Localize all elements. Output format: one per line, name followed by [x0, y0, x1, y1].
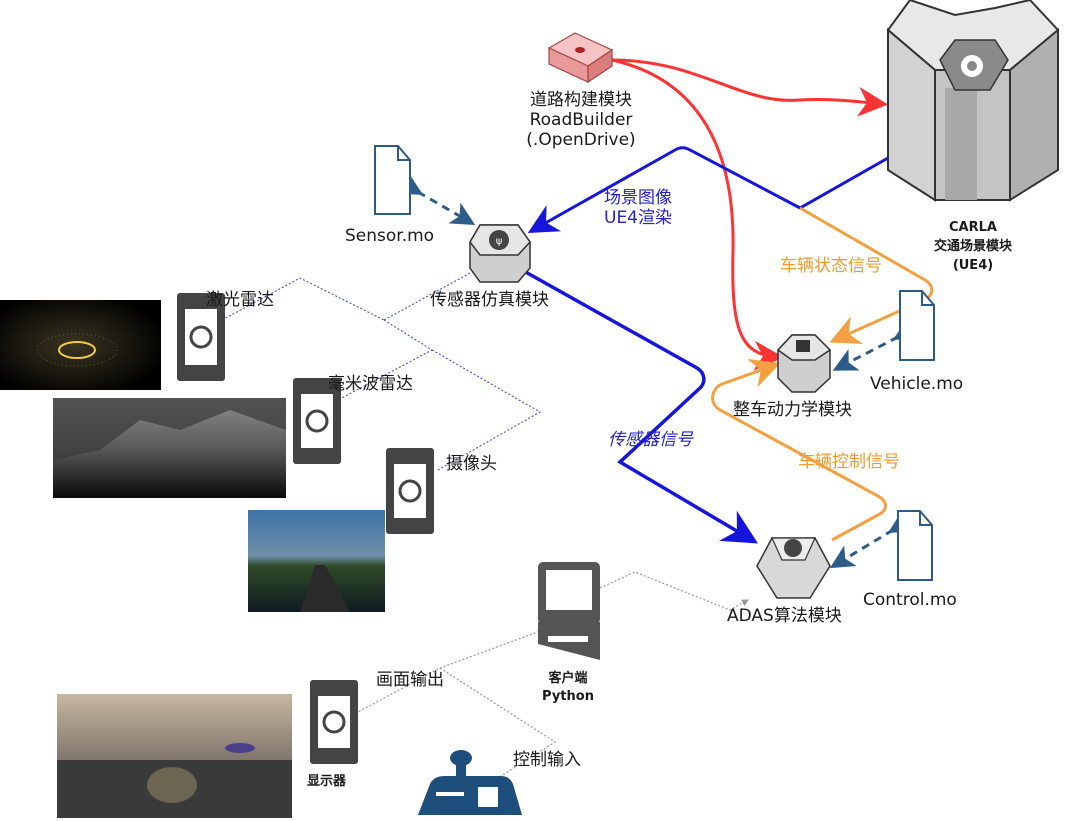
control-file-label: Control.mo	[863, 590, 957, 610]
control-file-icon[interactable]	[897, 510, 933, 581]
scene-render-line1: 场景图像	[604, 188, 672, 208]
sensor-module-icon[interactable]: ψ	[469, 224, 531, 283]
sensor-tree-lines	[221, 271, 542, 471]
dynamics-module-icon[interactable]	[776, 334, 832, 393]
sensor-file-icon[interactable]	[374, 145, 411, 215]
sensor-to-adas-arrow	[521, 268, 759, 544]
vehicle-file-link	[832, 318, 920, 371]
radar-film-icon[interactable]	[293, 378, 341, 464]
camera-image	[248, 510, 385, 612]
control-signal-label: 车辆控制信号	[798, 452, 900, 472]
adas-module-icon[interactable]	[756, 537, 831, 599]
road-builder-line3: (.OpenDrive)	[526, 130, 636, 150]
vehicle-file-icon[interactable]	[899, 290, 935, 361]
lidar-film-icon[interactable]	[177, 293, 225, 381]
scene-render-line2: UE4渲染	[604, 208, 672, 228]
client-adas-link	[593, 571, 750, 611]
road-builder-line1: 道路构建模块	[530, 90, 632, 110]
control-input-label: 控制输入	[513, 750, 581, 770]
road-builder-label: 道路构建模块 RoadBuilder (.OpenDrive)	[516, 90, 646, 150]
carla-line3: (UE4)	[952, 258, 994, 273]
road-to-dynamics-arrow	[611, 58, 784, 371]
road-builder-icon[interactable]	[547, 32, 614, 84]
adas-module-label: ADAS算法模块	[727, 606, 842, 626]
carla-line2: 交通场景模块	[933, 239, 1012, 254]
display-output-label: 画面输出	[376, 670, 444, 690]
camera-label: 摄像头	[446, 454, 497, 474]
sensor-file-label: Sensor.mo	[345, 226, 435, 246]
vehicle-file-label: Vehicle.mo	[870, 374, 964, 394]
display-label: 显示器	[307, 774, 347, 789]
road-to-carla-arrow	[611, 58, 888, 117]
sensor-signal-label: 传感器信号	[608, 430, 693, 450]
carla-server-icon[interactable]	[886, 0, 1060, 202]
client-computer-icon[interactable]	[538, 562, 600, 660]
sensor-module-label: 传感器仿真模块	[430, 290, 549, 310]
lidar-label: 激光雷达	[206, 290, 274, 310]
client-label: 客户端 Python	[528, 670, 608, 706]
carla-to-sensor-arrow	[527, 146, 889, 233]
control-file-link	[829, 510, 915, 569]
svg-text:ψ: ψ	[496, 236, 503, 247]
sensor-file-link	[396, 172, 476, 225]
display-image	[57, 694, 292, 818]
carla-line1: CARLA	[949, 220, 997, 235]
vehicle-state-label: 车辆状态信号	[780, 256, 882, 276]
radar-label: 毫米波雷达	[328, 374, 413, 394]
carla-label: CARLA 交通场景模块 (UE4)	[908, 218, 1038, 275]
client-line1: 客户端	[548, 671, 588, 686]
lidar-image	[0, 300, 161, 390]
client-line2: Python	[542, 689, 594, 704]
joystick-icon[interactable]	[418, 750, 522, 815]
scene-render-label: 场景图像 UE4渲染	[593, 188, 683, 228]
radar-depth-image	[53, 398, 286, 498]
dynamics-module-label: 整车动力学模块	[733, 400, 852, 420]
road-builder-line2: RoadBuilder	[529, 110, 633, 130]
display-film-icon[interactable]	[310, 680, 358, 764]
client-controller-link	[439, 667, 557, 779]
camera-film-icon[interactable]	[386, 448, 434, 534]
